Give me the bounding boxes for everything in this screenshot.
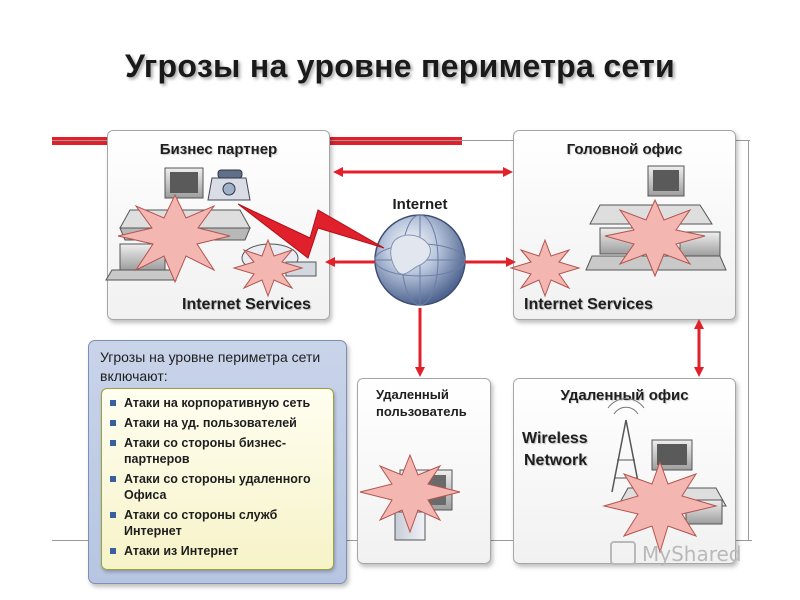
- threat-list-item: Атаки на корпоративную сеть: [110, 395, 327, 411]
- threat-list-item: Атаки со стороны удаленного Офиса: [110, 471, 327, 503]
- threat-list-item-label: Атаки из Интернет: [124, 544, 239, 558]
- head-office-services-label: Internet Services: [524, 296, 653, 313]
- threat-list-item: Атаки на уд. пользователей: [110, 415, 327, 431]
- head-office-title: Головной офис: [566, 141, 683, 158]
- remote-office-panel: Удаленный офис: [513, 378, 736, 564]
- remote-user-title: Удаленный пользователь: [376, 387, 467, 419]
- bullet-icon: [110, 420, 116, 426]
- divider-right: [748, 140, 749, 540]
- attack-star-office-services: [509, 238, 581, 298]
- threat-list-item-label: Атаки со стороны удаленного Офиса: [124, 472, 311, 502]
- watermark-text: MyShared: [642, 542, 742, 566]
- threat-list-item-label: Атаки на уд. пользователей: [124, 416, 297, 430]
- bullet-icon: [110, 548, 116, 554]
- threat-list-item-label: Атаки на корпоративную сеть: [124, 396, 311, 410]
- internet-globe-icon: [374, 214, 466, 306]
- business-partner-services-label: Internet Services: [182, 296, 311, 313]
- threat-list-item: Атаки из Интернет: [110, 543, 327, 559]
- threat-list-item: Атаки со стороны бизнес-партнеров: [110, 435, 327, 467]
- wireless-label-line2: Network: [524, 452, 588, 469]
- divider-top: [52, 140, 750, 141]
- page-title: Угрозы на уровне периметра сети: [124, 48, 676, 84]
- attack-star-office-main: [604, 198, 706, 278]
- attack-star-partner-services: [232, 238, 304, 298]
- head-office-panel: Головной офис: [513, 130, 736, 320]
- attack-star-partner-main: [117, 193, 231, 284]
- remote-office-title: Удаленный офис: [560, 387, 689, 404]
- attack-star-remote-user: [359, 453, 461, 534]
- bullet-icon: [110, 440, 116, 446]
- watermark-logo-icon: [610, 541, 636, 565]
- bullet-icon: [110, 400, 116, 406]
- wireless-network-label: Wireless Network: [522, 428, 632, 472]
- bullet-icon: [110, 512, 116, 518]
- business-partner-title: Бизнес партнер: [159, 141, 278, 158]
- phone-icon: [207, 169, 251, 201]
- bullet-icon: [110, 476, 116, 482]
- wireless-label-line1: Wireless: [522, 430, 588, 447]
- threat-list-item: Атаки со стороны служб Интернет: [110, 507, 327, 539]
- threat-list-item-label: Атаки со стороны служб Интернет: [124, 508, 278, 538]
- internet-label: Internet: [392, 196, 448, 213]
- lightning-attack-icon: [237, 203, 385, 259]
- threat-list-item-label: Атаки со стороны бизнес-партнеров: [124, 436, 286, 466]
- threat-list-intro: Угрозы на уровне периметра сети включают…: [100, 349, 321, 384]
- attack-star-remote-office: [602, 460, 718, 554]
